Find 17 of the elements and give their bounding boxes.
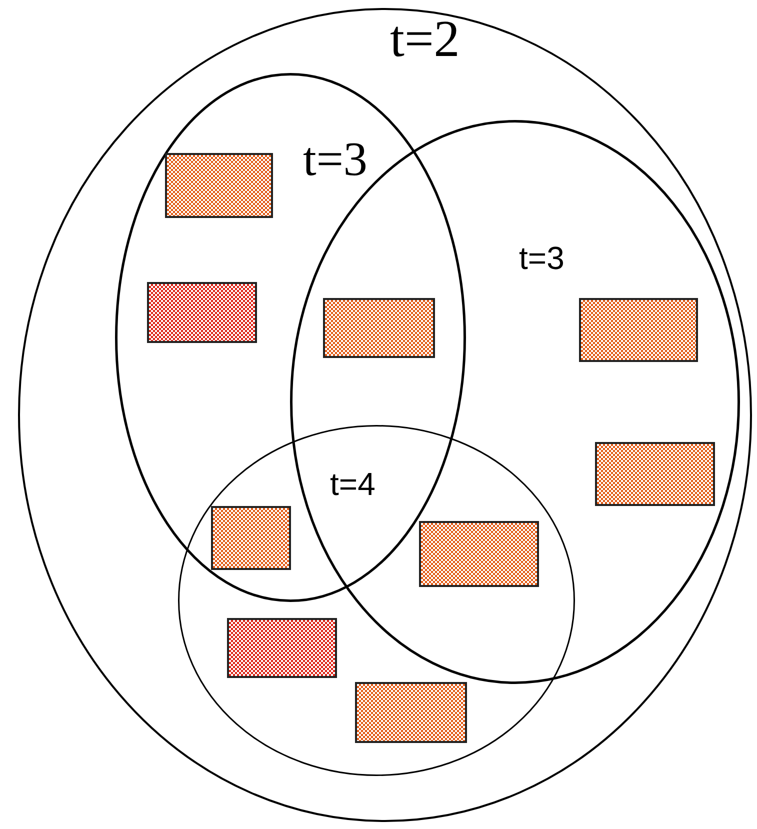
checkered-box bbox=[355, 682, 467, 743]
checkered-box bbox=[595, 442, 715, 506]
set-label: t=2 bbox=[390, 14, 460, 66]
checkered-box bbox=[211, 506, 291, 570]
set-ellipse bbox=[290, 120, 740, 684]
checkered-box bbox=[419, 521, 539, 587]
set-ellipse bbox=[115, 73, 466, 602]
checkered-box bbox=[579, 298, 698, 362]
checkered-box bbox=[147, 282, 257, 343]
set-ellipse bbox=[18, 8, 752, 822]
set-label: t=3 bbox=[519, 242, 564, 274]
checkered-box bbox=[227, 618, 337, 678]
set-label: t=3 bbox=[303, 136, 368, 184]
checkered-box bbox=[323, 298, 435, 358]
checkered-box bbox=[165, 153, 273, 218]
set-label: t=4 bbox=[330, 468, 376, 500]
set-ellipse bbox=[178, 425, 575, 776]
